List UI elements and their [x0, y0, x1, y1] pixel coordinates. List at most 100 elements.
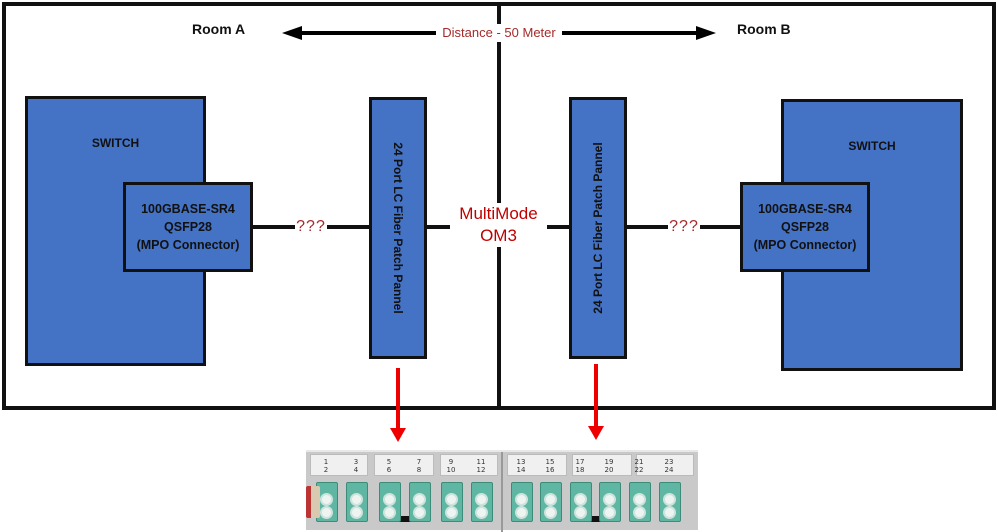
port-number: 9 [448, 458, 454, 466]
lc-port-hole [603, 493, 616, 506]
port-number: 17 [575, 458, 585, 466]
lc-port-hole [320, 506, 333, 519]
transceiver-type: 100GBASE-SR4 [141, 202, 235, 216]
patch-panel-room-a: 24 Port LC Fiber Patch Pannel [369, 97, 427, 359]
lc-port-hole [383, 506, 396, 519]
panel-slot [396, 516, 420, 522]
port-number: 12 [476, 466, 486, 474]
lc-plug-inserted [306, 486, 320, 518]
lc-port-hole [633, 493, 646, 506]
arrow-down-icon [588, 426, 604, 440]
lc-duplex-adapter [409, 482, 431, 522]
port-number: 16 [545, 466, 555, 474]
unknown-cable-right: ??? [668, 218, 700, 236]
lc-port-hole [633, 506, 646, 519]
port-number: 1 [323, 458, 329, 466]
lc-port-hole [515, 493, 528, 506]
lc-port-hole [350, 493, 363, 506]
lc-duplex-adapter [346, 482, 368, 522]
lc-port-hole [445, 493, 458, 506]
lc-duplex-adapter [379, 482, 401, 522]
switch-label: SWITCH [848, 139, 896, 153]
port-number: 6 [386, 466, 392, 474]
port-number: 8 [416, 466, 422, 474]
lc-port-hole [475, 506, 488, 519]
port-number: 24 [664, 466, 674, 474]
lc-duplex-adapter [599, 482, 621, 522]
lc-port-hole [663, 493, 676, 506]
port-number: 20 [604, 466, 614, 474]
port-number: 2 [323, 466, 329, 474]
label-strip [507, 454, 567, 476]
transceiver-connector: (MPO Connector) [753, 238, 857, 252]
distance-line-right [558, 31, 698, 35]
port-number: 23 [664, 458, 674, 466]
lc-port-hole [574, 493, 587, 506]
transceiver-type: 100GBASE-SR4 [758, 202, 852, 216]
link-grade: OM3 [480, 226, 517, 245]
label-strip [374, 454, 434, 476]
patch-panel-room-b: 24 Port LC Fiber Patch Pannel [569, 97, 627, 359]
transceiver-room-b: 100GBASE-SR4 QSFP28 (MPO Connector) [740, 182, 870, 272]
arrow-right-icon [696, 26, 716, 40]
port-number: 4 [353, 466, 359, 474]
lc-duplex-adapter [441, 482, 463, 522]
arrow-down-icon [390, 428, 406, 442]
transceiver-room-a: 100GBASE-SR4 QSFP28 (MPO Connector) [123, 182, 253, 272]
port-number: 15 [545, 458, 555, 466]
room-a-label: Room A [192, 21, 246, 37]
transceiver-form: QSFP28 [781, 220, 829, 234]
port-number: 22 [634, 466, 644, 474]
port-number: 21 [634, 458, 644, 466]
label-strip [572, 454, 632, 476]
room-b-label: Room B [737, 21, 791, 37]
lc-duplex-adapter [471, 482, 493, 522]
lc-port-hole [350, 506, 363, 519]
lc-port-hole [663, 506, 676, 519]
red-arrow-shaft-left [396, 368, 400, 430]
distance-label: Distance - 50 Meter [436, 24, 562, 42]
distance-line-left [300, 31, 440, 35]
label-strip [310, 454, 368, 476]
port-number: 5 [386, 458, 392, 466]
port-number: 19 [604, 458, 614, 466]
lc-duplex-adapter [316, 482, 338, 522]
lc-port-hole [515, 506, 528, 519]
patch-panel-label: 24 Port LC Fiber Patch Pannel [591, 142, 605, 314]
lc-port-hole [603, 506, 616, 519]
lc-duplex-adapter [659, 482, 681, 522]
panel-separator [501, 452, 503, 532]
lc-port-hole [445, 506, 458, 519]
link-mode: MultiMode [459, 204, 538, 223]
lc-port-hole [475, 493, 488, 506]
label-strip [636, 454, 694, 476]
red-arrow-shaft-right [594, 364, 598, 428]
port-number: 7 [416, 458, 422, 466]
lc-port-hole [383, 493, 396, 506]
transceiver-connector: (MPO Connector) [136, 238, 240, 252]
port-number: 18 [575, 466, 585, 474]
patch-panel-label: 24 Port LC Fiber Patch Pannel [391, 142, 405, 314]
port-number: 11 [476, 458, 486, 466]
link-type-label: MultiMode OM3 [450, 203, 547, 247]
lc-port-hole [320, 493, 333, 506]
port-number: 10 [446, 466, 456, 474]
port-number: 14 [516, 466, 526, 474]
unknown-cable-left: ??? [295, 218, 327, 236]
lc-port-hole [413, 493, 426, 506]
port-number: 3 [353, 458, 359, 466]
lc-duplex-adapter [511, 482, 533, 522]
lc-duplex-adapter [570, 482, 592, 522]
